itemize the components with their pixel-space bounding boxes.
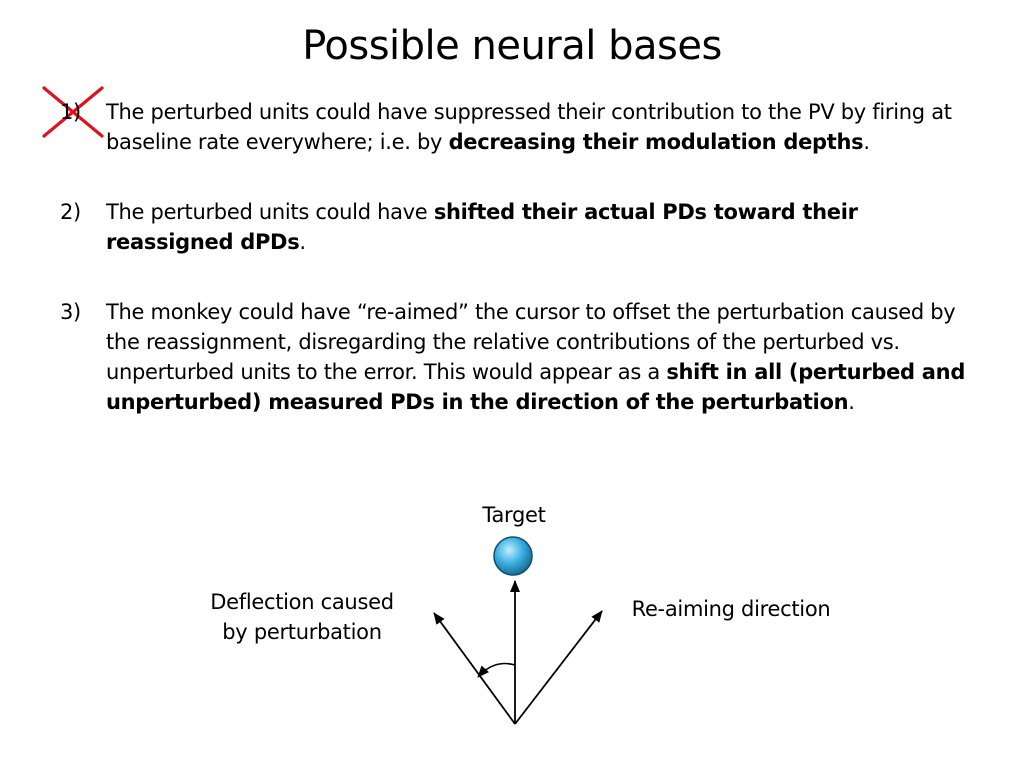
cross-out-icon bbox=[42, 86, 104, 138]
item-2-end: . bbox=[299, 230, 306, 254]
deflection-label-line-2: by perturbation bbox=[222, 620, 382, 644]
reaiming-label: Re-aiming direction bbox=[631, 597, 831, 621]
reaiming-arrow bbox=[514, 610, 603, 725]
deflection-angle-arc bbox=[477, 662, 516, 678]
list-item-3: 3) The monkey could have “re-aimed” the c… bbox=[58, 297, 968, 417]
target-circle bbox=[493, 536, 533, 576]
deflection-label-line-1: Deflection caused bbox=[210, 590, 394, 614]
item-number-1: 1) bbox=[60, 100, 81, 124]
deflection-arrow bbox=[433, 612, 516, 725]
item-number-3: 3) bbox=[60, 300, 81, 324]
item-2-bold: shifted their actual PDs toward their re… bbox=[106, 200, 858, 254]
deflection-label: Deflection caused by perturbation bbox=[182, 587, 422, 647]
item-3-end: . bbox=[848, 390, 855, 414]
item-2-text: The perturbed units could have bbox=[106, 200, 434, 224]
target-label: Target bbox=[482, 503, 546, 527]
bases-list: 1) The perturbed units could have suppres… bbox=[58, 97, 968, 417]
item-1-end: . bbox=[863, 130, 870, 154]
item-1-text: The perturbed units could have suppresse… bbox=[106, 100, 952, 154]
cross-stroke-2 bbox=[42, 86, 104, 138]
list-item-1: 1) The perturbed units could have suppres… bbox=[58, 97, 968, 157]
item-3-text: The monkey could have “re-aimed” the cur… bbox=[106, 300, 956, 384]
item-1-bold: decreasing their modulation depths bbox=[448, 130, 864, 154]
item-3-bold: shift in all (perturbed and unperturbed)… bbox=[106, 360, 966, 414]
list-item-2: 2) The perturbed units could have shifted… bbox=[58, 197, 968, 257]
slide-title: Possible neural bases bbox=[302, 23, 722, 69]
item-number-2: 2) bbox=[60, 200, 81, 224]
